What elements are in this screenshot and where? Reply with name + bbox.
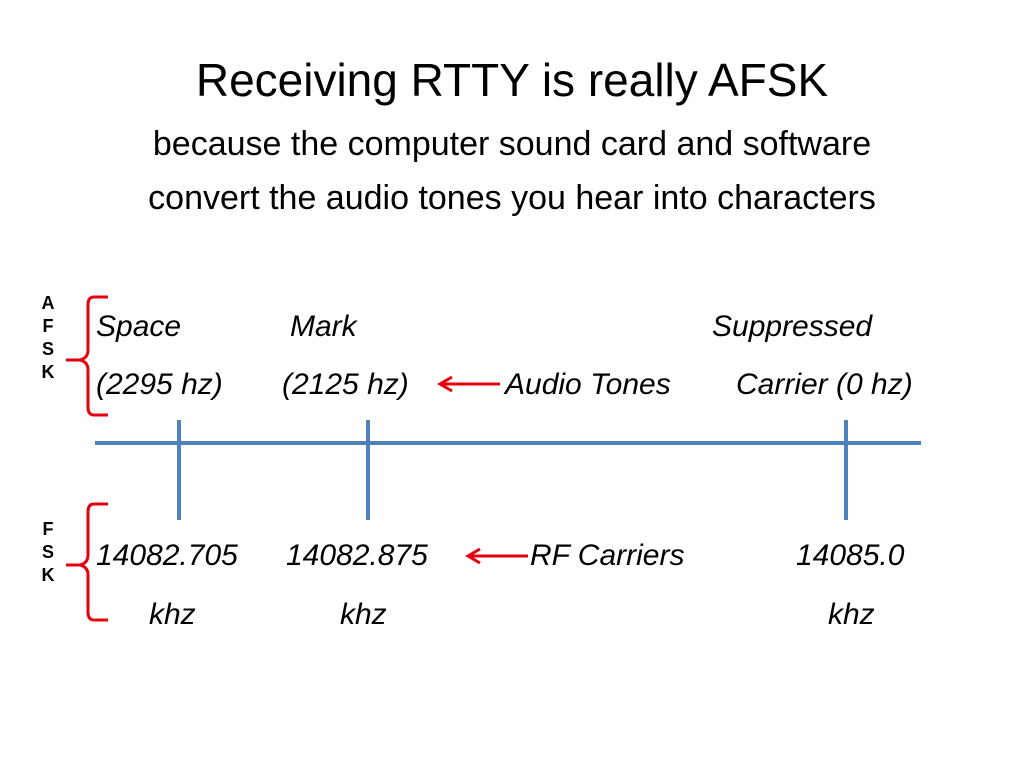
mark-rf-unit: khz: [340, 598, 387, 631]
afsk-side-label: A F S K: [38, 292, 58, 384]
mark-label: Mark: [290, 310, 357, 343]
afsk-bracket: [66, 295, 108, 417]
rf-carriers-arrow: [465, 547, 528, 565]
slide-title: Receiving RTTY is really AFSK: [195, 54, 829, 106]
afsk-letter: A: [41, 293, 55, 313]
carrier-rf-unit: khz: [828, 598, 875, 631]
afsk-letter: F: [42, 316, 54, 336]
fsk-bracket: [66, 502, 108, 622]
fsk-side-label: F S K: [38, 518, 58, 587]
space-label: Space: [96, 310, 182, 343]
mark-rf-frequency: 14082.875: [286, 539, 428, 572]
fsk-letter: K: [41, 565, 55, 585]
audio-tones-label: Audio Tones: [505, 368, 671, 401]
afsk-letter: S: [41, 339, 54, 359]
space-rf-frequency: 14082.705: [96, 539, 238, 572]
space-rf-unit: khz: [149, 598, 196, 631]
fsk-letter: S: [41, 542, 54, 562]
carrier-rf-frequency: 14085.0: [796, 539, 905, 572]
carrier-audio-frequency: Carrier (0 hz): [736, 368, 913, 401]
rf-carriers-label: RF Carriers: [530, 539, 685, 572]
space-audio-frequency: (2295 hz): [96, 368, 223, 401]
suppressed-label: Suppressed: [712, 310, 873, 343]
fsk-letter: F: [42, 519, 54, 539]
subtitle-line-2: convert the audio tones you hear into ch…: [148, 179, 876, 217]
subtitle-line-1: because the computer sound card and soft…: [152, 125, 872, 163]
audio-tones-arrow: [437, 375, 500, 393]
slide-subtitle: because the computer sound card and soft…: [0, 117, 1024, 225]
mark-audio-frequency: (2125 hz): [282, 368, 409, 401]
afsk-letter: K: [41, 362, 55, 382]
